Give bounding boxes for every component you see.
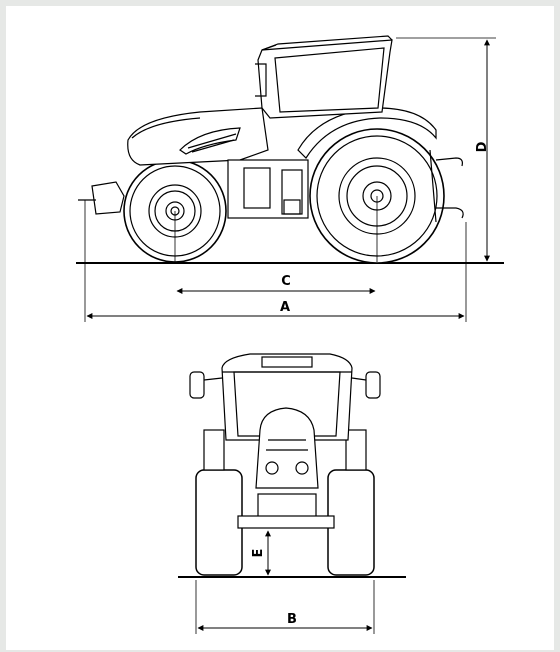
tractor-front-view bbox=[178, 353, 406, 634]
cab bbox=[255, 35, 393, 119]
front-right-tyre bbox=[327, 469, 375, 576]
front-left-tyre bbox=[195, 469, 243, 576]
dim-A-label: A bbox=[280, 300, 290, 315]
grille bbox=[255, 407, 319, 489]
tractor-side-view bbox=[76, 35, 504, 322]
rear-left-tyre bbox=[203, 429, 225, 471]
mirrors bbox=[189, 371, 381, 399]
chassis bbox=[227, 159, 309, 219]
rear-right-tyre bbox=[345, 429, 367, 471]
front-hitch bbox=[78, 181, 125, 215]
cab-front bbox=[221, 353, 353, 441]
dim-E-label: E bbox=[251, 549, 266, 558]
dim-B-label: B bbox=[287, 612, 297, 627]
dim-D-label: D bbox=[475, 141, 490, 152]
front-wheel bbox=[123, 159, 227, 263]
rear-hitch bbox=[429, 149, 464, 223]
rear-wheel bbox=[309, 128, 445, 264]
dim-C-label: C bbox=[281, 274, 291, 289]
hood bbox=[127, 107, 269, 166]
front-axle bbox=[237, 515, 335, 529]
